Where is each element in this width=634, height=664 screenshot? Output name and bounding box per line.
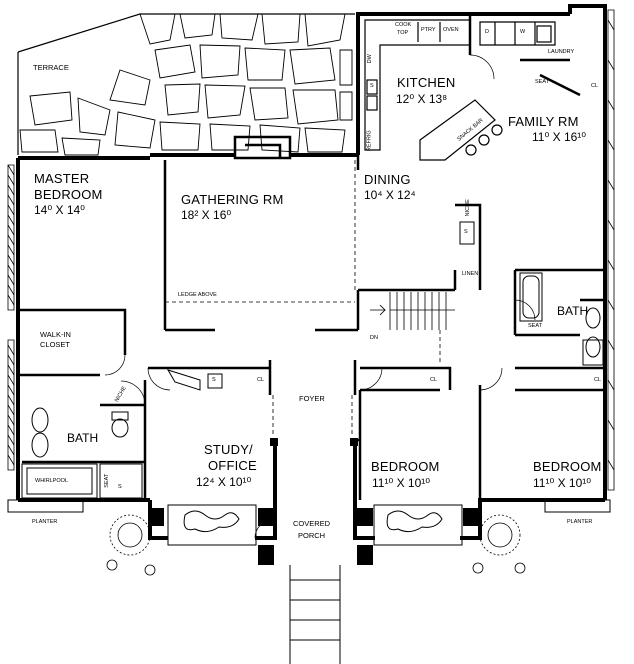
bedroom-mid-dim: 11¹⁰ X 10¹⁰ [372, 476, 431, 490]
niche-dining-label: NICHE [464, 199, 471, 217]
bath-fixtures [21, 221, 604, 499]
cl-bedroom-right-label: CL [594, 377, 602, 383]
study-label-2: OFFICE [208, 458, 257, 473]
walkin-label-2: CLOSET [40, 340, 71, 349]
terrace-label: TERRACE [33, 63, 69, 72]
whirlpool-label: WHIRLPOOL [35, 478, 69, 484]
seat-laundry-label: SEAT [535, 79, 549, 85]
seat-bath-label: SEAT [528, 323, 542, 329]
laundry-label: LAUNDRY [548, 49, 575, 55]
dryer-label: D [485, 29, 489, 35]
study-label-1: STUDY/ [204, 442, 253, 457]
stairs [370, 292, 455, 330]
dining-dim: 10⁴ X 12⁴ [364, 188, 416, 202]
terrace-outline [17, 13, 355, 155]
sink-study-label: S [212, 377, 216, 383]
master-label-2: BEDROOM [34, 187, 103, 202]
refrig-label: REFRIG [366, 130, 373, 152]
sink-niche-label: S [464, 229, 468, 235]
cl-family-label: CL [591, 83, 599, 89]
cl-study-label: CL [257, 377, 265, 383]
sink-shower-label: S [118, 484, 122, 490]
cooktop-label-1: COOK [395, 22, 412, 28]
cl-bedroom-mid-label: CL [430, 377, 438, 383]
planters [7, 499, 611, 546]
kitchen-counters [364, 19, 556, 161]
porch-label-1: COVERED [293, 519, 331, 528]
linen-label: LINEN [462, 271, 479, 277]
porch-columns [150, 438, 479, 565]
interior-walls [16, 14, 605, 500]
kitchen-label: KITCHEN [397, 75, 456, 90]
foyer-label: FOYER [299, 394, 325, 403]
seat-shower-label: SEAT [104, 473, 111, 488]
bath-right-label: BATH [557, 304, 589, 318]
bedroom-right-label: BEDROOM [533, 459, 602, 474]
washer-label: W [520, 29, 526, 35]
planter-left-label: PLANTER [32, 519, 58, 525]
cooktop-label-2: TOP [397, 30, 409, 36]
terrace-flagstones [19, 13, 353, 156]
gathering-label: GATHERING RM [181, 192, 284, 207]
dashed-lines [165, 160, 441, 435]
ledge-label: LEDGE ABOVE [178, 292, 217, 298]
sink-kitchen-label: S [370, 83, 374, 89]
master-dim: 14⁰ X 14⁰ [34, 203, 85, 217]
family-label: FAMILY RM [508, 114, 579, 129]
shrubs [106, 514, 526, 576]
master-label-1: MASTER [34, 171, 90, 186]
dining-label: DINING [364, 172, 411, 187]
bath-left-label: BATH [67, 431, 99, 445]
walkin-label-1: WALK-IN [40, 330, 71, 339]
gathering-dim: 18² X 16⁰ [181, 208, 232, 222]
kitchen-dim: 12⁰ X 13⁸ [396, 92, 448, 106]
front-walk [289, 565, 341, 664]
porch-label-2: PORCH [298, 531, 326, 540]
bedroom-mid-label: BEDROOM [371, 459, 440, 474]
exterior-walls [16, 4, 607, 540]
fireplace [233, 135, 292, 160]
left-windows [7, 9, 615, 491]
dw-label: DW [366, 54, 373, 64]
family-dim: 11⁰ X 16¹⁰ [532, 130, 587, 144]
oven-label: OVEN [443, 27, 459, 33]
dn-label: DN [370, 335, 378, 341]
planter-right-label: PLANTER [567, 519, 593, 525]
bedroom-right-dim: 11¹⁰ X 10¹⁰ [533, 476, 592, 490]
pantry-label: PTRY [421, 27, 436, 33]
study-dim: 12⁴ X 10¹⁰ [196, 475, 252, 489]
